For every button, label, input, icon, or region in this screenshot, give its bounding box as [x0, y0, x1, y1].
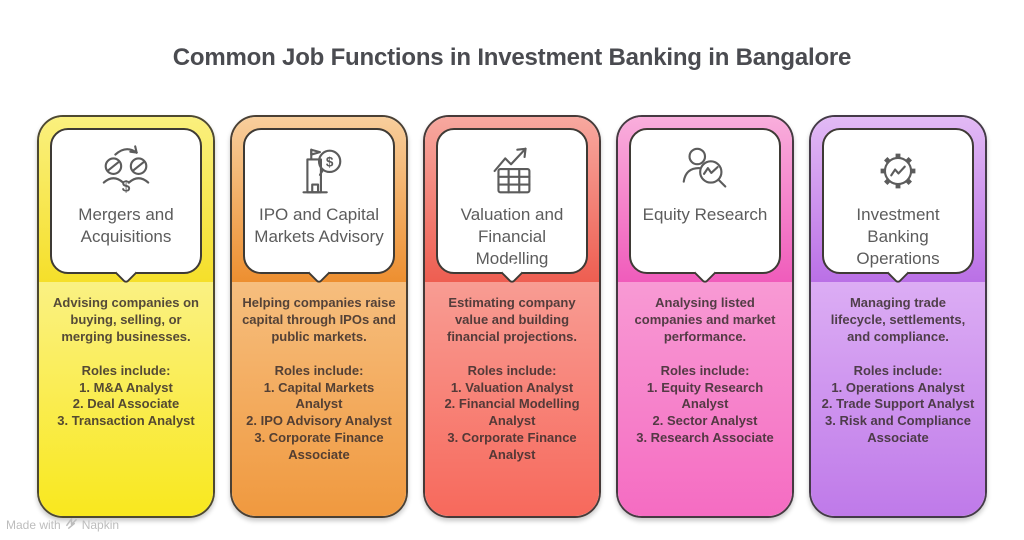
card-body: Advising companies on buying, selling, o… — [39, 282, 213, 516]
roles-label: Roles include: — [81, 362, 171, 378]
watermark-prefix: Made with — [6, 518, 61, 532]
card-header: $ Mergers and Acquisitions — [39, 117, 213, 285]
roles-label: Roles include: — [660, 362, 750, 378]
card-body: Analysing listed companies and market pe… — [618, 282, 792, 516]
card-description: Helping companies raise capital through … — [242, 295, 396, 344]
title-bubble: Equity Research — [629, 128, 781, 285]
role-item: 3. Research Associate — [636, 430, 774, 446]
card-title: IPO and Capital Markets Advisory — [254, 205, 384, 246]
card-title: Equity Research — [642, 205, 768, 224]
card-description: Managing trade lifecycle, settlements, a… — [830, 295, 966, 344]
speech-bubble-tail — [693, 261, 717, 285]
card-description: Advising companies on buying, selling, o… — [53, 295, 199, 344]
card-title: Mergers and Acquisitions — [78, 205, 174, 246]
role-item: 2. Financial Modelling Analyst — [444, 396, 580, 429]
card-header: Equity Research — [618, 117, 792, 285]
roles-label: Roles include: — [274, 362, 364, 378]
card-equity-research: Equity Research Analysing listed compani… — [616, 115, 794, 518]
napkin-logo-icon — [65, 517, 78, 533]
roles-label: Roles include: — [467, 362, 557, 378]
spreadsheet-growth-arrow-icon — [481, 142, 543, 202]
card-mergers-acquisitions: $ Mergers and Acquisitions Advising comp… — [37, 115, 215, 518]
card-investment-banking-operations: Investment Banking Operations Managing t… — [809, 115, 987, 518]
card-header: $ IPO and Capital Markets Advisory — [232, 117, 406, 285]
role-item: 2. Deal Associate — [72, 396, 180, 412]
card-description: Analysing listed companies and market pe… — [634, 295, 776, 344]
card-title: Valuation and Financial Modelling — [460, 205, 564, 268]
role-item: 3. Transaction Analyst — [57, 413, 195, 429]
title-bubble: $ Mergers and Acquisitions — [50, 128, 202, 285]
role-item: 2. Trade Support Analyst — [821, 396, 975, 412]
card-description: Estimating company value and building fi… — [446, 295, 578, 344]
card-valuation-modelling: Valuation and Financial Modelling Estima… — [423, 115, 601, 518]
role-item: 1. Capital Markets Analyst — [263, 379, 375, 412]
role-item: 1. Operations Analyst — [831, 379, 965, 395]
svg-text:$: $ — [122, 178, 131, 195]
building-dollar-bubble-icon: $ — [288, 142, 350, 202]
roles-label: Roles include: — [853, 362, 943, 378]
speech-bubble-tail — [114, 261, 138, 285]
role-item: 2. Sector Analyst — [652, 413, 758, 429]
card-header: Investment Banking Operations — [811, 117, 985, 285]
watermark-brand: Napkin — [81, 518, 120, 532]
card-body: Helping companies raise capital through … — [232, 282, 406, 516]
person-magnifier-chart-icon — [674, 142, 736, 202]
title-bubble: Investment Banking Operations — [822, 128, 974, 285]
role-item: 1. M&A Analyst — [79, 379, 173, 395]
card-body: Estimating company value and building fi… — [425, 282, 599, 516]
speech-bubble-tail — [307, 261, 331, 285]
svg-text:$: $ — [326, 155, 334, 170]
card-title: Investment Banking Operations — [856, 205, 940, 268]
role-item: 1. Valuation Analyst — [450, 379, 574, 395]
watermark: Made with Napkin — [6, 517, 119, 533]
title-bubble: Valuation and Financial Modelling — [436, 128, 588, 285]
card-body: Managing trade lifecycle, settlements, a… — [811, 282, 985, 516]
page-title: Common Job Functions in Investment Banki… — [172, 44, 852, 71]
role-item: 3. Corporate Finance Analyst — [447, 430, 577, 463]
role-item: 3. Corporate Finance Associate — [254, 430, 384, 463]
people-exchange-dollar-icon: $ — [95, 142, 157, 202]
gear-chart-icon — [867, 142, 929, 202]
cards-row: $ Mergers and Acquisitions Advising comp… — [0, 115, 1024, 518]
card-ipo-capital-markets: $ IPO and Capital Markets Advisory Helpi… — [230, 115, 408, 518]
role-item: 1. Equity Research Analyst — [646, 379, 764, 412]
role-item: 2. IPO Advisory Analyst — [246, 413, 392, 429]
card-header: Valuation and Financial Modelling — [425, 117, 599, 285]
title-bubble: $ IPO and Capital Markets Advisory — [243, 128, 395, 285]
role-item: 3. Risk and Compliance Associate — [825, 413, 971, 446]
